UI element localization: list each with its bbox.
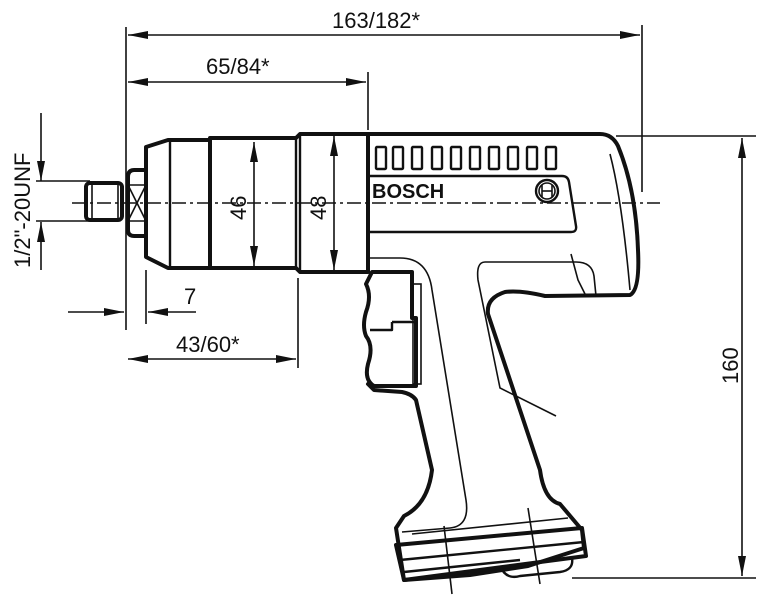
trigger [362, 270, 422, 388]
dimension-head-length: 65/84* [128, 54, 369, 130]
dimension-spindle-to-grip: 43/60* [128, 278, 299, 368]
air-inlet-base [394, 507, 588, 595]
dimension-thread: 1/2"-20UNF [10, 113, 92, 270]
chuck-diameter-label: 46 [226, 196, 251, 220]
dimension-chuck-diameter: 46 [226, 142, 258, 266]
spindle-offset-label: 7 [184, 284, 196, 309]
dimension-housing-diameter: 48 [306, 136, 338, 270]
dimension-overall-length: 163/182* [125, 8, 643, 330]
label-plate: BOSCH [370, 174, 578, 234]
body-housing [366, 132, 641, 582]
chuck [144, 132, 370, 274]
vent-slots [374, 145, 558, 171]
dimension-spindle-offset: 7 [68, 270, 196, 324]
bosch-armature-icon [534, 178, 560, 204]
overall-height-label: 160 [718, 347, 743, 384]
housing-diameter-label: 48 [306, 196, 331, 220]
head-length-label: 65/84* [206, 54, 270, 79]
overall-length-label: 163/182* [332, 8, 421, 33]
thread-spec-label: 1/2"-20UNF [10, 153, 35, 268]
brand-label: BOSCH [372, 181, 444, 203]
spindle-to-grip-label: 43/60* [176, 332, 240, 357]
dimension-overall-height: 160 [572, 135, 756, 579]
